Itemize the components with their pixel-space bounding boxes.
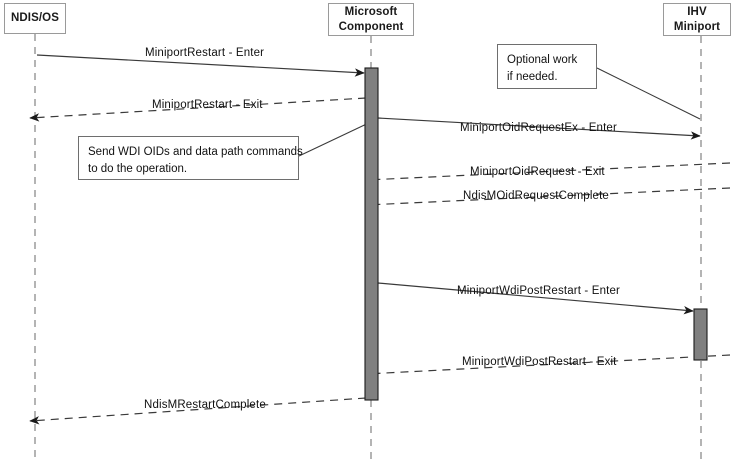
message-label-miniport-wdi-post-restart-enter: MiniportWdiPostRestart - Enter [457,285,620,297]
lifeline-header-label: IHV [687,5,707,18]
message-arrow-ndis-m-oid-request-complete [365,187,731,209]
activation-bars [364,67,708,401]
message-arrow-miniport-wdi-post-restart-enter [377,282,694,315]
message-arrow-miniport-restart-exit [29,97,367,122]
message-label-ndis-m-oid-request-complete: NdisMOidRequestComplete [463,190,609,202]
note-send-wdi-oids: Send WDI OIDs and data path commands to d… [78,136,303,180]
lifeline-header-label: Microsoft [344,5,398,18]
lifeline-header-label: Miniport [673,20,721,33]
connector-note-send-wdi-oids [298,119,376,157]
message-label-miniport-restart-exit: MiniportRestart - Exit [152,99,263,111]
activation-ihv-miniport [693,308,708,361]
message-label-miniport-wdi-post-restart-exit: MiniportWdiPostRestart - Exit [462,356,617,368]
message-label-ndis-m-restart-complete: NdisMRestartComplete [144,399,266,411]
message-label-miniport-oid-request-ex-enter: MiniportOidRequestEx - Enter [460,122,617,134]
note-text-line: to do the operation. [88,163,188,176]
lifeline-header-ndis-os[interactable]: NDIS/OS [4,3,66,34]
message-label-miniport-restart-enter: MiniportRestart - Enter [145,47,265,59]
note-text-line: Send WDI OIDs and data path commands [88,146,303,158]
message-arrow-miniport-restart-enter [36,54,365,77]
note-text-line: Optional work [507,54,578,66]
note-optional-work: Optional work if needed. [497,44,597,89]
lifeline-header-ihv-miniport[interactable]: IHV Miniport [663,3,731,36]
activation-microsoft-component [364,67,379,401]
message-arrow-miniport-oid-request-exit [365,162,731,184]
message-arrow-miniport-oid-request-ex-enter [377,117,701,140]
message-label-miniport-oid-request-exit: MiniportOidRequest - Exit [470,166,605,178]
message-arrow-miniport-wdi-post-restart-exit [365,354,731,378]
message-arrows [29,54,731,425]
lifeline-header-label: Component [338,20,404,33]
note-connectors [298,67,701,157]
connector-note-optional-work [596,67,701,120]
lifeline-header-label: NDIS/OS [11,12,59,25]
message-arrow-ndis-m-restart-complete [29,397,367,425]
note-text-line: if needed. [507,71,558,84]
